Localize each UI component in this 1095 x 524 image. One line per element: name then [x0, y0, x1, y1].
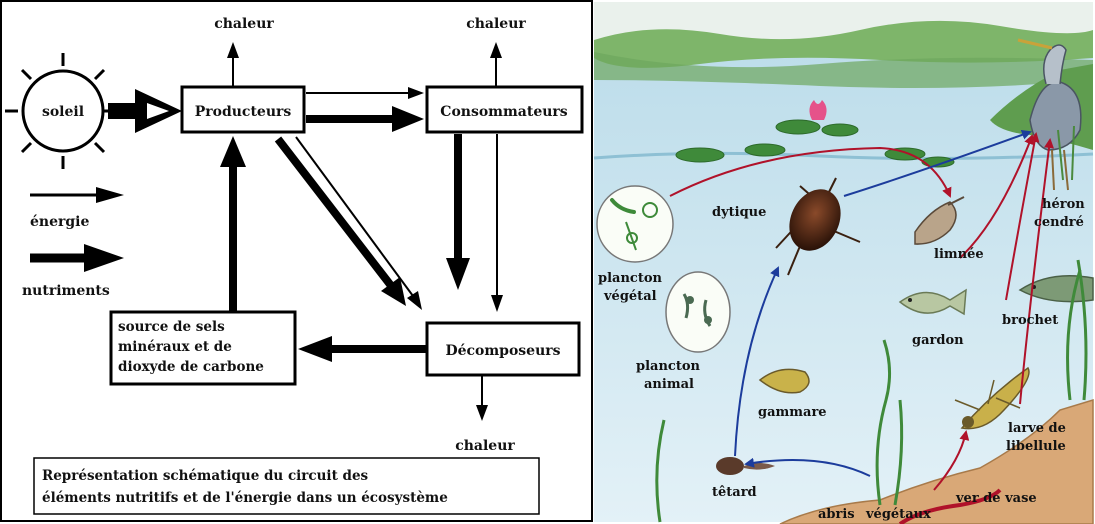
label-abris: abris [818, 507, 855, 522]
heat-label-producers: chaleur [214, 16, 274, 32]
decomposers-label: Décomposeurs [445, 343, 560, 359]
mineral-source-line2: minéraux et de [118, 339, 232, 355]
caption-line1: Représentation schématique du circuit de… [42, 468, 369, 484]
label-gardon: gardon [912, 333, 964, 348]
label-ver-de-vase: ver de vase [955, 491, 1037, 506]
mineral-source-line3: dioxyde de carbone [118, 359, 264, 375]
label-vegetaux: végétaux [865, 507, 931, 522]
label-dytique: dytique [712, 205, 766, 220]
label-animal-plankton-line1: plancton [636, 359, 700, 374]
animal-plankton-icon [666, 272, 730, 352]
nutrient-energy-diagram: soleil Producteurs Consommateurs Décompo… [1, 1, 592, 521]
legend-energy-label: énergie [30, 214, 89, 230]
label-brochet: brochet [1002, 313, 1058, 328]
label-gammare: gammare [758, 405, 827, 420]
heat-label-decomposers: chaleur [455, 438, 515, 454]
mineral-source-line1: source de sels [118, 319, 225, 335]
label-larva-line2: libellule [1006, 439, 1066, 454]
label-plant-plankton-line2: végétal [603, 289, 657, 304]
producers-label: Producteurs [195, 104, 292, 120]
pond-food-web-illustration: dytique limnée héron cendré plancton vég… [594, 2, 1093, 524]
label-limnee: limnée [934, 247, 984, 262]
label-plant-plankton-line1: plancton [598, 271, 662, 286]
label-heron-line1: héron [1042, 197, 1085, 212]
sun-label: soleil [42, 104, 84, 120]
label-heron-line2: cendré [1034, 215, 1084, 230]
label-larva-line1: larve de [1008, 421, 1066, 436]
label-tetard: têtard [712, 485, 757, 500]
legend-nutrients-label: nutriments [22, 283, 110, 299]
heat-label-consumers: chaleur [466, 16, 526, 32]
label-animal-plankton-line2: animal [644, 377, 694, 392]
plant-plankton-icon [597, 186, 673, 262]
caption-line2: éléments nutritifs et de l'énergie dans … [42, 490, 448, 506]
consumers-label: Consommateurs [440, 104, 568, 120]
